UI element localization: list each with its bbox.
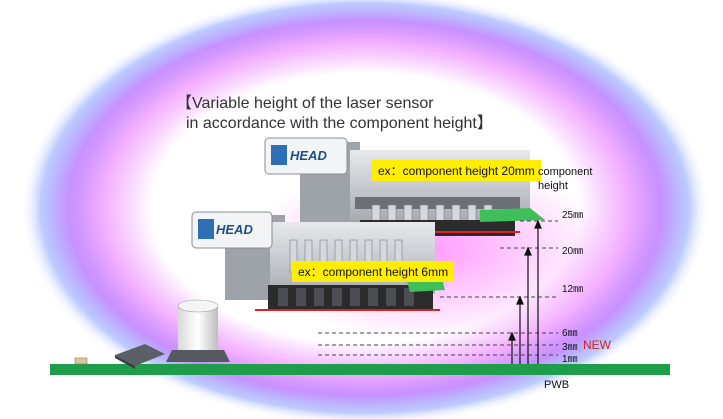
- diagram-title: 【Variable height of the laser sensor in …: [176, 94, 493, 134]
- height-arrows: [508, 219, 542, 365]
- title-line-2: in accordance with the component height】: [186, 115, 493, 132]
- scale-heading: component height: [538, 165, 592, 193]
- scale-heading-line-2: height: [538, 180, 568, 192]
- level-label-20: 20㎜: [562, 246, 584, 257]
- level-label-3: 3㎜: [562, 342, 578, 353]
- chip-component: [115, 344, 165, 369]
- level-label-1: 1㎜: [562, 354, 578, 365]
- svg-text:HEAD: HEAD: [290, 148, 327, 163]
- example-tag-20mm: ex：component height 20mm: [372, 160, 541, 181]
- level-label-12: 12㎜: [562, 284, 584, 295]
- pwb-label: PWB: [544, 379, 570, 391]
- capacitor-component: [166, 299, 230, 362]
- svg-text:HEAD: HEAD: [216, 222, 253, 237]
- small-chip: [74, 357, 88, 365]
- scale-heading-line-1: component: [538, 166, 593, 178]
- new-badge: NEW: [583, 338, 611, 352]
- example-tag-6mm: ex：component height 6mm: [292, 261, 455, 282]
- title-line-1: 【Variable height of the laser sensor: [176, 95, 434, 112]
- pwb-board: [50, 364, 670, 375]
- level-label-25: 25㎜: [562, 210, 584, 221]
- head-upper: HEAD: [264, 137, 545, 236]
- head-lower: HEAD: [191, 211, 445, 311]
- level-label-6: 6㎜: [562, 328, 578, 339]
